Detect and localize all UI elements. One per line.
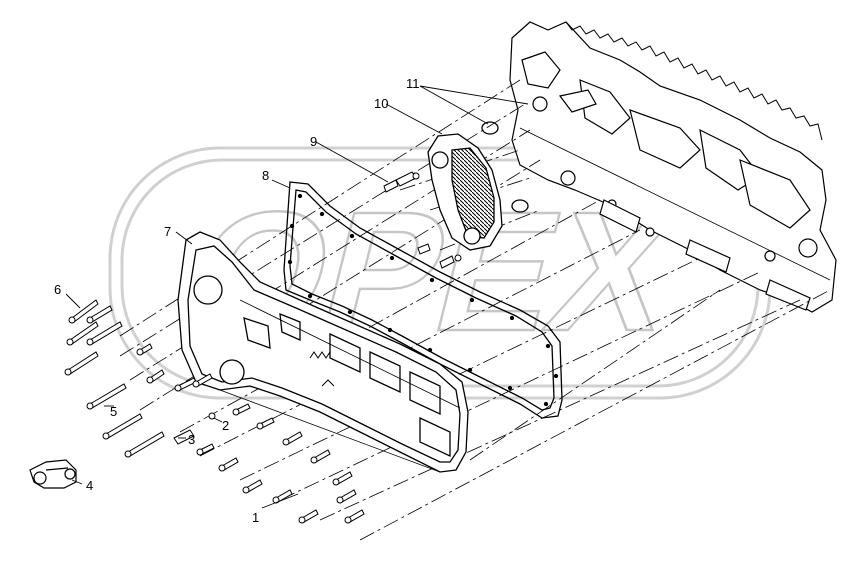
- callout-2: 2: [222, 418, 229, 433]
- callout-8: 8: [262, 168, 269, 183]
- callout-9: 9: [310, 134, 317, 149]
- callouts: 1 2 3 4 5 6 7 8 9 10 11: [54, 76, 420, 525]
- callout-7: 7: [164, 224, 171, 239]
- callout-1: 1: [252, 510, 259, 525]
- bolts-set-1: [196, 403, 365, 524]
- callout-6: 6: [54, 282, 61, 297]
- gasket-holes: [287, 193, 559, 407]
- thermostat-valve: [29, 459, 77, 489]
- plug-and-pin: [173, 412, 216, 445]
- bolts-set-5: [86, 373, 213, 458]
- callout-5: 5: [110, 404, 117, 419]
- callout-4: 4: [86, 478, 93, 493]
- engine-block-teeth: [565, 21, 823, 141]
- callout-3: 3: [188, 432, 195, 447]
- cooler-bolts: [383, 171, 462, 269]
- engine-block: [509, 21, 837, 313]
- leader-lines: [65, 85, 529, 509]
- cooler-housing-cover: [177, 231, 469, 473]
- callout-10: 10: [374, 96, 388, 111]
- o-rings: [481, 121, 529, 213]
- bolts-set-6: [64, 299, 165, 384]
- gasket: [283, 181, 563, 419]
- oil-cooler: [427, 133, 503, 251]
- spring-insert: [309, 351, 335, 387]
- callout-11: 11: [406, 76, 420, 91]
